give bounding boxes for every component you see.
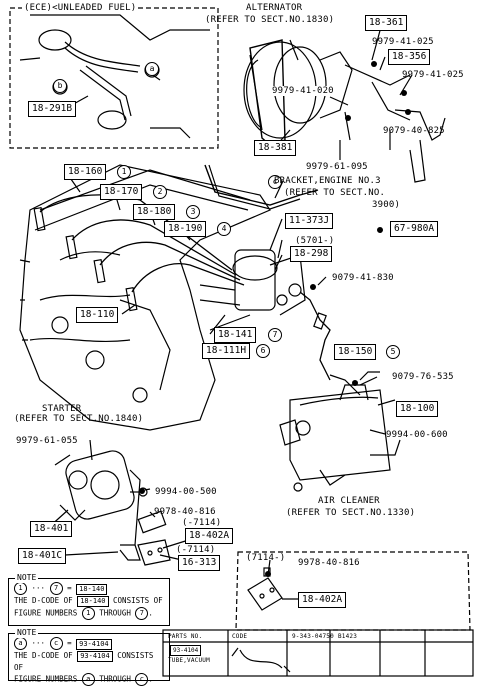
callout-5[interactable]: 5 [386, 345, 400, 359]
note-2-ref: 93-4104 [76, 638, 112, 650]
callout-2[interactable]: 2 [153, 185, 167, 199]
bracket-title: BRACKET,ENGINE NO.3 [274, 176, 381, 186]
air-cleaner-refer: (REFER TO SECT.NO.1330) [286, 508, 416, 518]
vacuum-valve-icon [38, 29, 72, 51]
callout-1[interactable]: 1 [117, 165, 131, 179]
high-tension-lead [299, 291, 331, 381]
inset-part-9978-40-816: 9978-40-816 [298, 558, 360, 568]
note-1-line-3: FIGURE NUMBERS 1 THROUGH 7. [14, 607, 164, 620]
callout-7[interactable]: 7 [268, 328, 282, 342]
bracket-refer: (REFER TO SECT.NO. [284, 188, 386, 198]
inset-title: (ECE)<UNLEADED FUEL) [22, 3, 139, 13]
inset-ref-18-402a[interactable]: 18-402A [298, 592, 347, 608]
part-9079-76-535: 9079-76-535 [392, 372, 454, 382]
ref-18-291b[interactable]: 18-291B [28, 101, 77, 117]
note-2-circle-a: a [14, 637, 27, 650]
part-9079-41-830: 9079-41-830 [332, 273, 394, 283]
ref-18-111h[interactable]: 18-111H [202, 343, 251, 359]
note-2-line-1: a ··· c = 93-4104 [14, 637, 164, 650]
ref-18-401[interactable]: 18-401 [30, 521, 73, 537]
ref-18-141[interactable]: 18-141 [214, 327, 257, 343]
part-9979-61-055: 9979-61-055 [16, 436, 78, 446]
part-9994-00-600: 9994-00-600 [386, 430, 448, 440]
callout-3[interactable]: 3 [186, 205, 200, 219]
ref-18-361[interactable]: 18-361 [365, 15, 408, 31]
note-1-title: NOTE [15, 572, 39, 583]
vacuum-tube-c [204, 164, 319, 206]
ref-18-170[interactable]: 18-170 [100, 184, 143, 200]
egr-valve-icon [97, 110, 127, 130]
note-1-ref: 18-140 [76, 583, 108, 595]
starter-title: STARTER [42, 404, 82, 414]
alternator-refer: (REFER TO SECT.NO.1830) [205, 15, 335, 25]
ref-18-356[interactable]: 18-356 [388, 49, 431, 65]
ref-67-980a[interactable]: 67-980A [390, 221, 439, 237]
part-9978-40-816: 9978-40-816 [154, 507, 216, 517]
note-box-2: NOTE a ··· c = 93-4104 THE D-CODE OF 93-… [8, 627, 170, 686]
callout-a[interactable]: a [145, 62, 159, 76]
callout-6[interactable]: 6 [256, 344, 270, 358]
legend-item-ref: 93-4104 [170, 645, 202, 656]
ref-16-313[interactable]: 16-313 [178, 555, 221, 571]
callout-4[interactable]: 4 [217, 222, 231, 236]
legend-col-a: 9-343-04750 [292, 633, 334, 640]
note-1-line-1: 1 ··· 7 = 18-140 [14, 582, 164, 595]
note-1-circle-b: 7 [49, 582, 63, 595]
part-9979-41-025-b: 9979-41-025 [402, 70, 464, 80]
ref-18-381[interactable]: 18-381 [254, 140, 297, 156]
part-9979-61-095: 9979-61-095 [306, 162, 368, 172]
legend-table [162, 629, 474, 677]
ref-18-298[interactable]: 18-298 [290, 246, 333, 262]
legend-col-b: B1423 [338, 633, 358, 640]
part-9979-41-025-a: 9979-41-025 [372, 37, 434, 47]
alternator-title: ALTERNATOR [246, 3, 303, 13]
callout-b[interactable]: b [53, 79, 67, 93]
part-5701: (5701-) [295, 236, 335, 246]
distributor-icon [234, 249, 276, 311]
part-7114-a: (-7114) [182, 518, 222, 528]
part-9994-00-500: 9994-00-500 [155, 487, 217, 497]
note-1-circle-a: 1 [14, 582, 27, 595]
starter-refer: (REFER TO SECT.NO.1840) [14, 414, 144, 424]
callout-c[interactable]: c [268, 175, 282, 189]
ref-18-402a[interactable]: 18-402A [185, 528, 234, 544]
legend-header-2: CODE [232, 633, 248, 640]
part-9979-41-020: 9979-41-020 [272, 86, 334, 96]
bracket-402a-icon [247, 577, 283, 611]
ref-18-150[interactable]: 18-150 [334, 344, 377, 360]
note-2-title: NOTE [15, 627, 39, 638]
note-2-line-2: THE D-CODE OF 93-4104 CONSISTS OF [14, 651, 154, 672]
legend-header-1: PARTS NO. [168, 633, 203, 640]
tube-vacuum-icon [239, 649, 283, 669]
note-1-line-2: THE D-CODE OF 18-140 CONSISTS OF [14, 596, 163, 607]
note-box-1: NOTE 1 ··· 7 = 18-140 THE D-CODE OF 18-1… [8, 572, 170, 626]
ref-18-190[interactable]: 18-190 [164, 221, 207, 237]
ref-18-100[interactable]: 18-100 [396, 401, 439, 417]
ref-18-110[interactable]: 18-110 [76, 307, 119, 323]
starter-bracket-icon [137, 539, 171, 566]
ref-18-180[interactable]: 18-180 [133, 204, 176, 220]
part-7114-b: (-7114) [176, 545, 216, 555]
ref-18-401c[interactable]: 18-401C [18, 548, 67, 564]
starter-motor-icon [65, 450, 135, 520]
inset-part-7114: (7114-) [246, 553, 286, 563]
legend-item-label: TUBE,VACUUM [168, 657, 210, 664]
bracket-refer-2: 3900) [372, 200, 401, 210]
inset-frame-top [9, 7, 219, 149]
vacuum-tube-a [64, 41, 141, 67]
air-cleaner-title: AIR CLEANER [318, 496, 380, 506]
ref-18-160[interactable]: 18-160 [64, 164, 107, 180]
ref-11-373j[interactable]: 11-373J [285, 213, 334, 229]
note-2-circle-c: c [49, 637, 63, 650]
part-9079-40-825: 9079-40-825 [383, 126, 445, 136]
